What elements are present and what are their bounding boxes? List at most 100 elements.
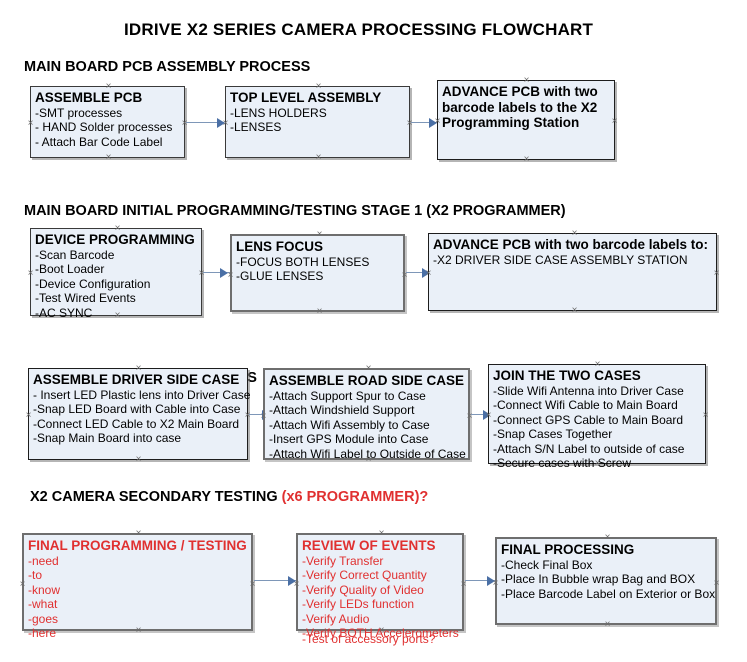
connection-handle-left[interactable] [24,411,33,420]
node-final-processing[interactable]: FINAL PROCESSING -Check Final Box -Place… [495,537,717,625]
node-line: -Boot Loader [35,262,105,277]
connection-handle-top[interactable] [314,82,323,91]
connection-handle-top[interactable] [113,224,122,233]
node-advance-pcb-programming-station[interactable]: ADVANCE PCB with two barcode labels to t… [437,80,615,160]
node-line: -LENSES [230,120,282,135]
connection-handle-left[interactable] [26,119,35,128]
node-line: - HAND Solder processes [35,120,173,135]
connection-handle-right[interactable] [459,580,468,589]
connection-handle-top[interactable] [315,230,324,239]
connection-handle-right[interactable] [405,119,414,128]
node-line: - Attach Bar Code Label [35,134,163,149]
node-line: -Check Final Box [501,557,593,572]
node-top-level-assembly[interactable]: TOP LEVEL ASSEMBLY -LENS HOLDERS -LENSES [225,86,410,158]
node-body: ASSEMBLE PCB -SMT processes - HAND Solde… [31,87,184,149]
node-assemble-pcb[interactable]: ASSEMBLE PCB -SMT processes - HAND Solde… [30,86,185,158]
connector-road-side-to-join-cases [471,414,491,415]
page-title: IDRIVE X2 SERIES CAMERA PROCESSING FLOWC… [124,20,594,39]
node-review-of-events[interactable]: REVIEW OF EVENTS -Verify Transfer -Verif… [296,533,464,646]
connection-handle-right[interactable] [248,580,257,589]
connection-handle-bottom[interactable] [314,153,323,162]
connection-handle-bottom[interactable] [364,455,373,464]
node-lens-focus[interactable]: LENS FOCUS -FOCUS BOTH LENSES -GLUE LENS… [230,234,405,312]
connection-handle-right[interactable] [701,411,710,420]
node-body: ADVANCE PCB with two barcode labels to: … [429,234,716,267]
node-line: -here [28,626,57,641]
node-line: -Snap Cases Together [493,427,613,442]
node-advance-pcb-driver-side[interactable]: ADVANCE PCB with two barcode labels to: … [428,233,717,311]
connection-handle-left[interactable] [259,412,268,421]
node-line: -need [28,553,59,568]
connection-handle-bottom[interactable] [593,459,602,468]
connection-handle-bottom[interactable] [113,311,122,320]
connection-handle-left[interactable] [221,119,230,128]
node-title: DEVICE PROGRAMMING [35,232,195,247]
node-body: ASSEMBLE ROAD SIDE CASE -Attach Support … [265,370,468,461]
connection-handle-bottom[interactable] [522,155,531,164]
node-line: -Attach Wifi Assembly to Case [269,417,430,432]
connection-handle-left[interactable] [292,580,301,589]
node-title: REVIEW OF EVENTS [302,538,436,553]
node-line: -Attach S/N Label to outside of case [493,441,685,456]
connection-handle-left[interactable] [26,269,35,278]
connection-handle-bottom[interactable] [134,455,143,464]
connection-handle-bottom[interactable] [104,153,113,162]
node-line: -Insert GPS Module into Case [269,432,429,447]
connection-handle-top[interactable] [134,529,143,538]
connection-handle-right[interactable] [610,117,619,126]
connection-handle-bottom[interactable] [570,306,579,315]
connection-handle-right[interactable] [712,269,721,278]
connection-handle-left[interactable] [18,580,27,589]
node-body: FINAL PROGRAMMING / TESTING -need -to -k… [24,535,251,641]
node-line: -Scan Barcode [35,247,115,262]
connection-handle-top[interactable] [570,229,579,238]
connector-device-programming-to-lens-focus [203,272,230,273]
connector-top-level-to-advance-pcb [411,122,439,123]
node-line: -Device Configuration [35,276,151,291]
node-line: -SMT processes [35,105,123,120]
connection-handle-right[interactable] [712,579,721,588]
connection-handle-bottom[interactable] [603,620,612,629]
connection-handle-top[interactable] [593,360,602,369]
connection-handle-top[interactable] [364,364,373,373]
node-title: LENS FOCUS [236,239,324,254]
node-join-the-two-cases[interactable]: JOIN THE TWO CASES -Slide Wifi Antenna i… [488,364,706,470]
node-assemble-driver-side-case[interactable]: ASSEMBLE DRIVER SIDE CASE - Insert LED P… [28,368,251,460]
connection-handle-top[interactable] [522,76,531,85]
connection-handle-bottom[interactable] [315,307,324,316]
node-line: -Connect GPS Cable to Main Board [493,412,684,427]
node-line: -Test Wired Events [35,291,136,306]
node-line: -GLUE LENSES [236,269,324,284]
node-assemble-road-side-case[interactable]: ASSEMBLE ROAD SIDE CASE -Attach Support … [263,368,470,461]
section-heading-main-board-pcb-assembly: MAIN BOARD PCB ASSEMBLY PROCESS [24,59,311,75]
connection-handle-top[interactable] [104,82,113,91]
node-line: -Verify Correct Quantity [302,568,427,583]
node-line: -FOCUS BOTH LENSES [236,254,370,269]
connection-handle-top[interactable] [377,529,386,538]
connection-handle-right[interactable] [197,269,206,278]
connection-handle-left[interactable] [484,411,493,420]
connection-handle-top[interactable] [603,533,612,542]
connection-handle-right[interactable] [243,411,252,420]
connection-handle-left[interactable] [226,271,235,280]
connection-handle-right[interactable] [180,119,189,128]
node-line: - Insert LED Plastic lens into Driver Ca… [33,387,251,402]
connector-review-of-events-to-final-processing [465,580,496,581]
node-device-programming[interactable]: DEVICE PROGRAMMING -Scan Barcode -Boot L… [30,228,202,320]
node-line: -Verify Transfer [302,553,384,568]
connection-handle-left[interactable] [491,579,500,588]
node-line: -Snap LED Board with Cable into Case [33,402,241,417]
section-heading-main-board-initial-programming: MAIN BOARD INITIAL PROGRAMMING/TESTING S… [24,203,566,219]
connection-handle-bottom[interactable] [377,626,386,635]
connector-lens-focus-to-advance-pcb-driver-side [406,272,430,273]
node-final-programming-testing[interactable]: FINAL PROGRAMMING / TESTING -need -to -k… [22,533,253,640]
node-line: -Attach Support Spur to Case [269,388,426,403]
connector-assemble-pcb-to-top-level [186,122,224,123]
connection-handle-left[interactable] [424,269,433,278]
connection-handle-bottom[interactable] [134,626,143,635]
node-line: -Connect LED Cable to X2 Main Board [33,416,240,431]
connection-handle-top[interactable] [134,364,143,373]
node-body: ASSEMBLE DRIVER SIDE CASE - Insert LED P… [29,369,251,446]
connection-handle-left[interactable] [433,117,442,126]
node-title: FINAL PROGRAMMING / TESTING [28,538,247,553]
